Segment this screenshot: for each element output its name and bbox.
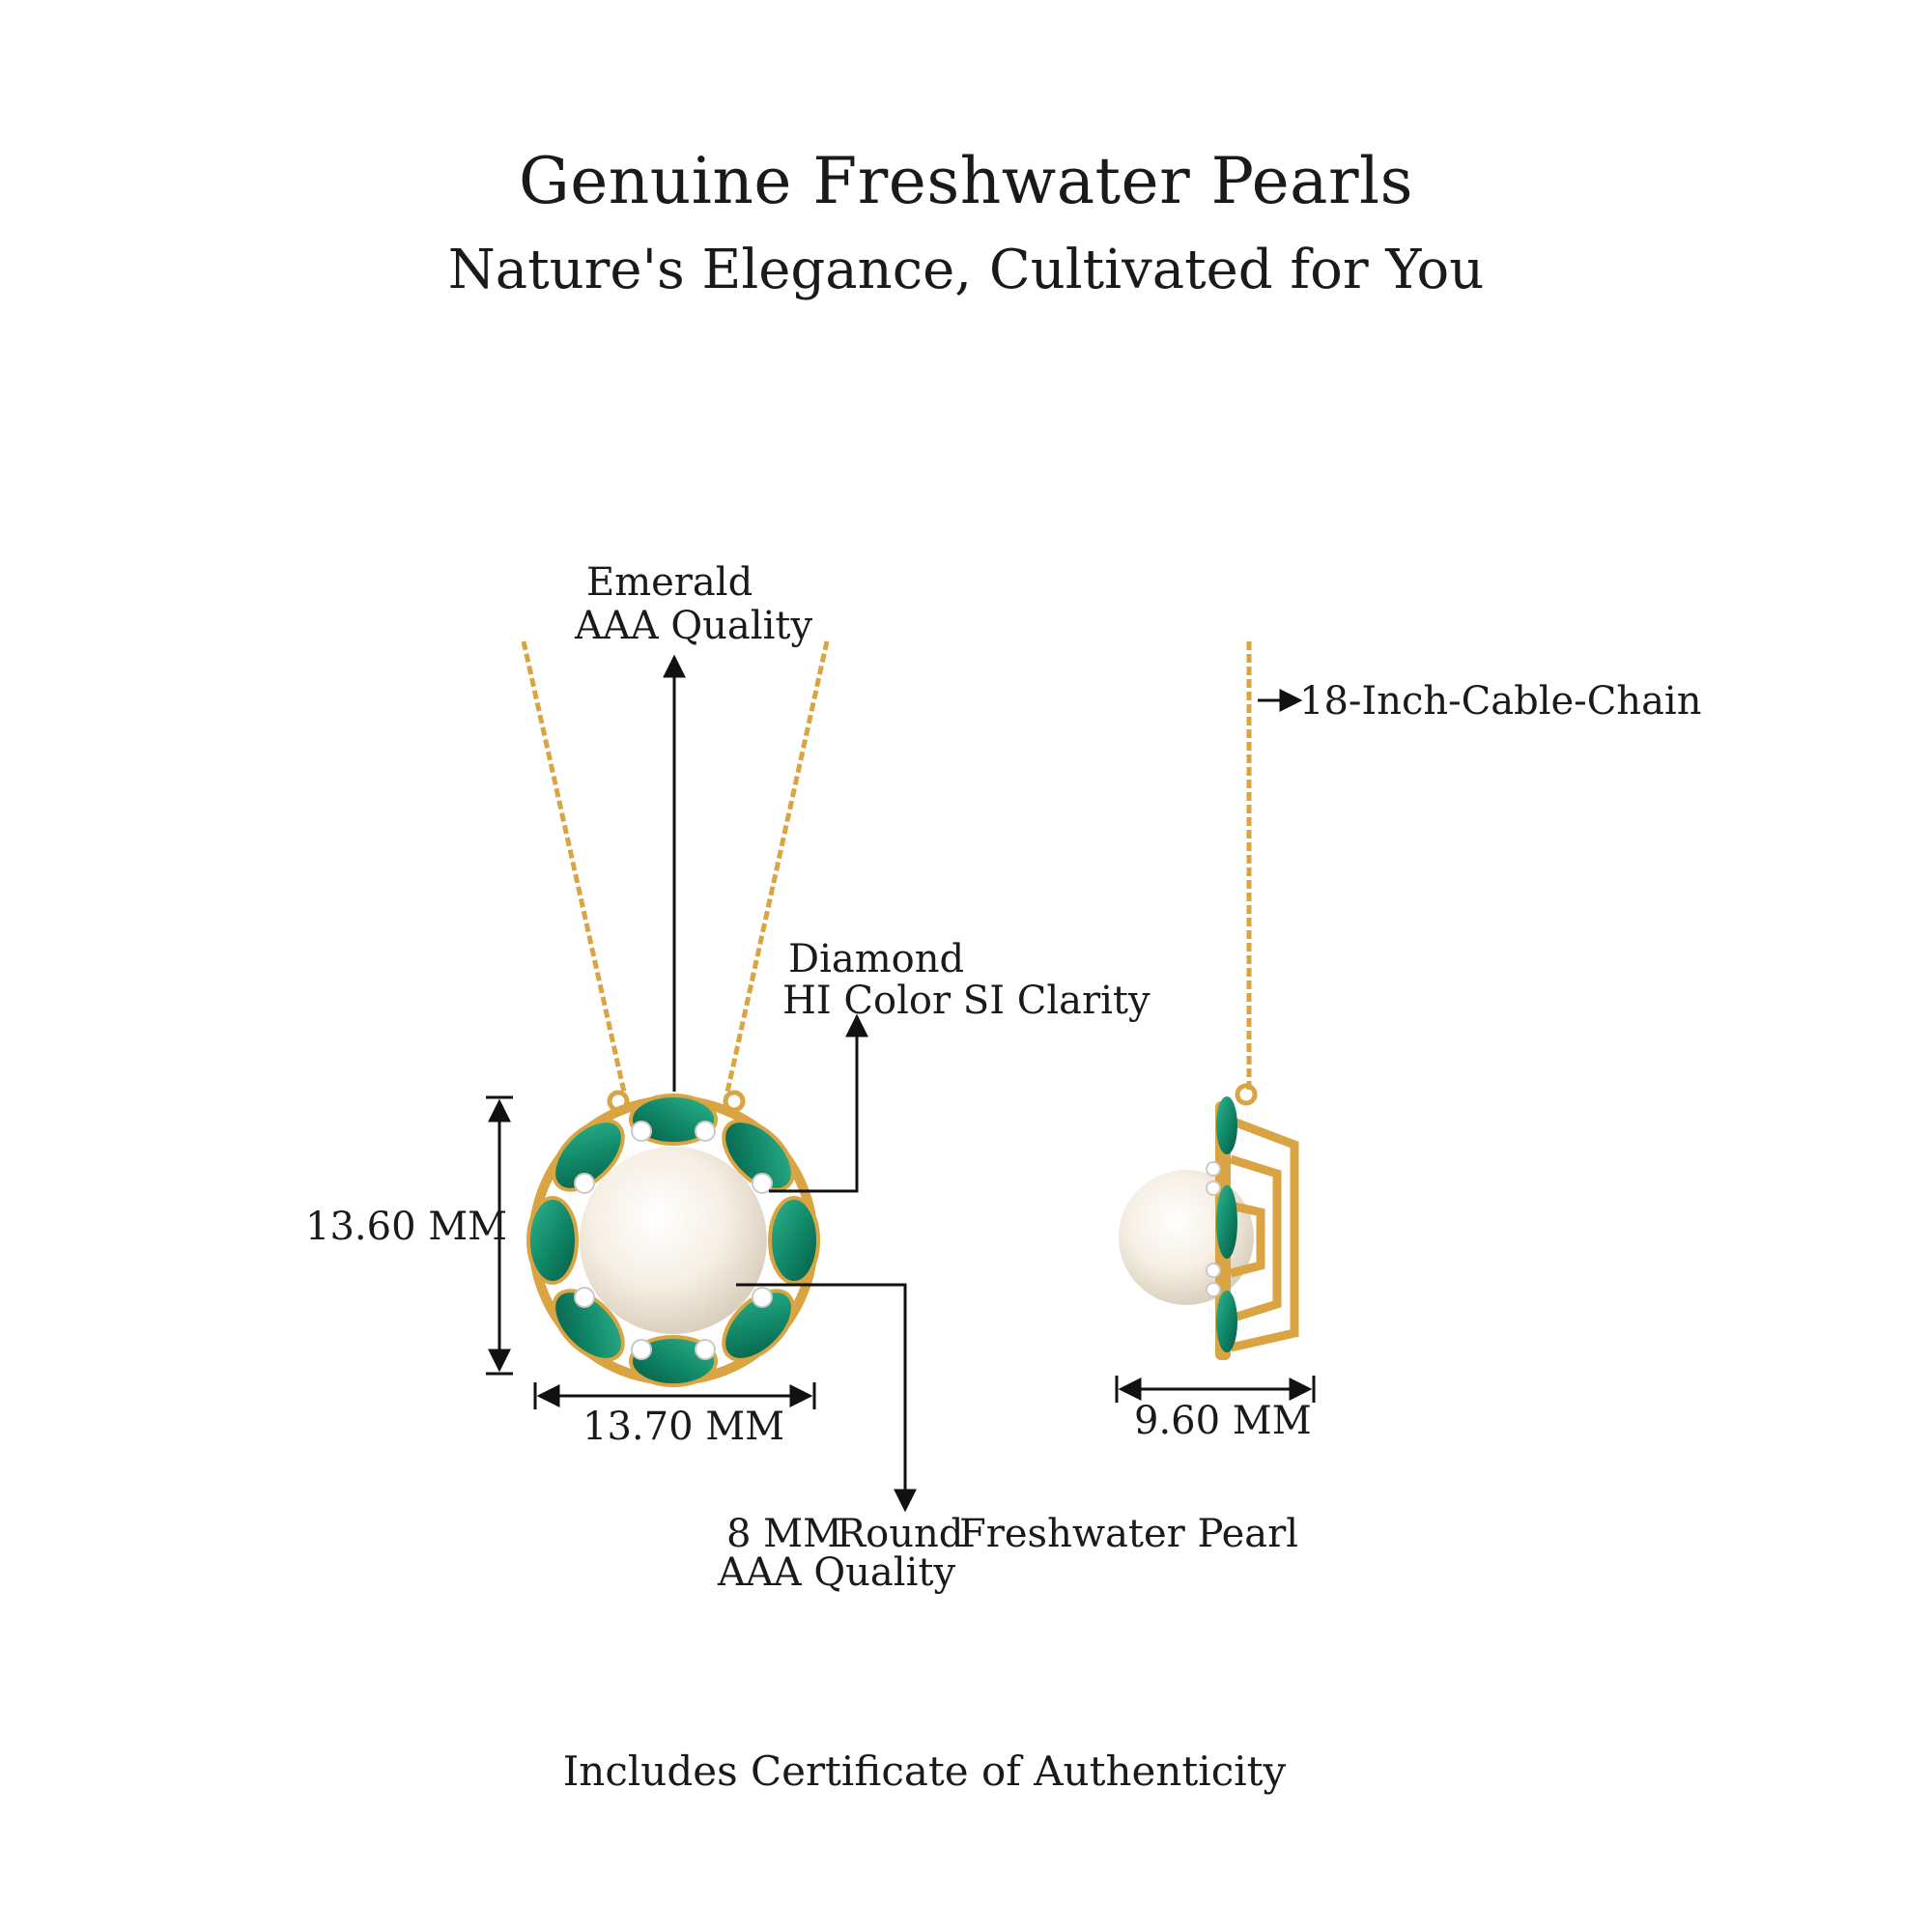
emerald-stone <box>1216 1291 1237 1352</box>
diamond-stone <box>1206 1282 1221 1297</box>
emerald-stone <box>1216 1096 1237 1154</box>
diamond-stone <box>1206 1263 1221 1278</box>
diamond-quality-label: HI Color SI Clarity <box>782 979 1151 1023</box>
pearl-size-label: 8 MM <box>726 1512 843 1556</box>
emerald-stone <box>629 1094 718 1146</box>
emerald-halo <box>526 1094 820 1387</box>
pearl-front <box>580 1147 767 1334</box>
diamond-pointer <box>769 1013 868 1193</box>
diamond-stone <box>752 1287 773 1308</box>
diamond-stone <box>695 1339 716 1360</box>
callouts <box>486 654 1316 1513</box>
emerald-stone <box>1216 1185 1237 1259</box>
side-view <box>1119 641 1299 1360</box>
diamond-stone <box>1206 1161 1221 1177</box>
certificate-note: Includes Certificate of Authenticity <box>562 1747 1287 1795</box>
emerald-stone <box>552 1289 625 1362</box>
chain-right <box>724 640 830 1097</box>
diamond-stone <box>752 1173 773 1194</box>
chain-label: 18-Inch-Cable-Chain <box>1299 679 1702 724</box>
diamond-stone <box>574 1173 595 1194</box>
page-title: Genuine Freshwater Pearls <box>518 144 1414 218</box>
side-emeralds <box>1216 1096 1237 1352</box>
chain-left <box>521 640 628 1097</box>
diamond-stone <box>574 1287 595 1308</box>
emerald-stone <box>552 1119 625 1192</box>
diamond-name-label: Diamond <box>788 937 965 981</box>
width-label: 13.70 MM <box>582 1405 785 1449</box>
pearl-quality-label: AAA Quality <box>718 1550 956 1595</box>
depth-label: 9.60 MM <box>1134 1399 1312 1443</box>
emerald-name-label: Emerald <box>586 560 753 605</box>
diamond-stone <box>1206 1180 1221 1196</box>
page-subtitle: Nature's Elegance, Cultivated for You <box>447 239 1485 301</box>
front-view <box>521 640 830 1387</box>
height-label: 13.60 MM <box>305 1205 508 1249</box>
side-diamonds <box>1206 1161 1221 1297</box>
diamond-stone <box>631 1339 652 1360</box>
emerald-stone <box>768 1196 820 1285</box>
emerald-stone <box>722 1119 795 1192</box>
bail-side <box>1235 1083 1258 1106</box>
diamond-accents <box>574 1121 773 1360</box>
setting-prongs <box>1229 1116 1299 1352</box>
emerald-stone <box>722 1289 795 1362</box>
emerald-quality-label: AAA Quality <box>575 604 813 648</box>
pearl-shape-label: Round <box>837 1512 964 1556</box>
pearl-type-label: Freshwater Pearl <box>959 1512 1299 1556</box>
pearl-pointer <box>736 1283 917 1513</box>
diamond-stone <box>631 1121 652 1142</box>
diamond-stone <box>695 1121 716 1142</box>
emerald-stone <box>526 1196 579 1285</box>
